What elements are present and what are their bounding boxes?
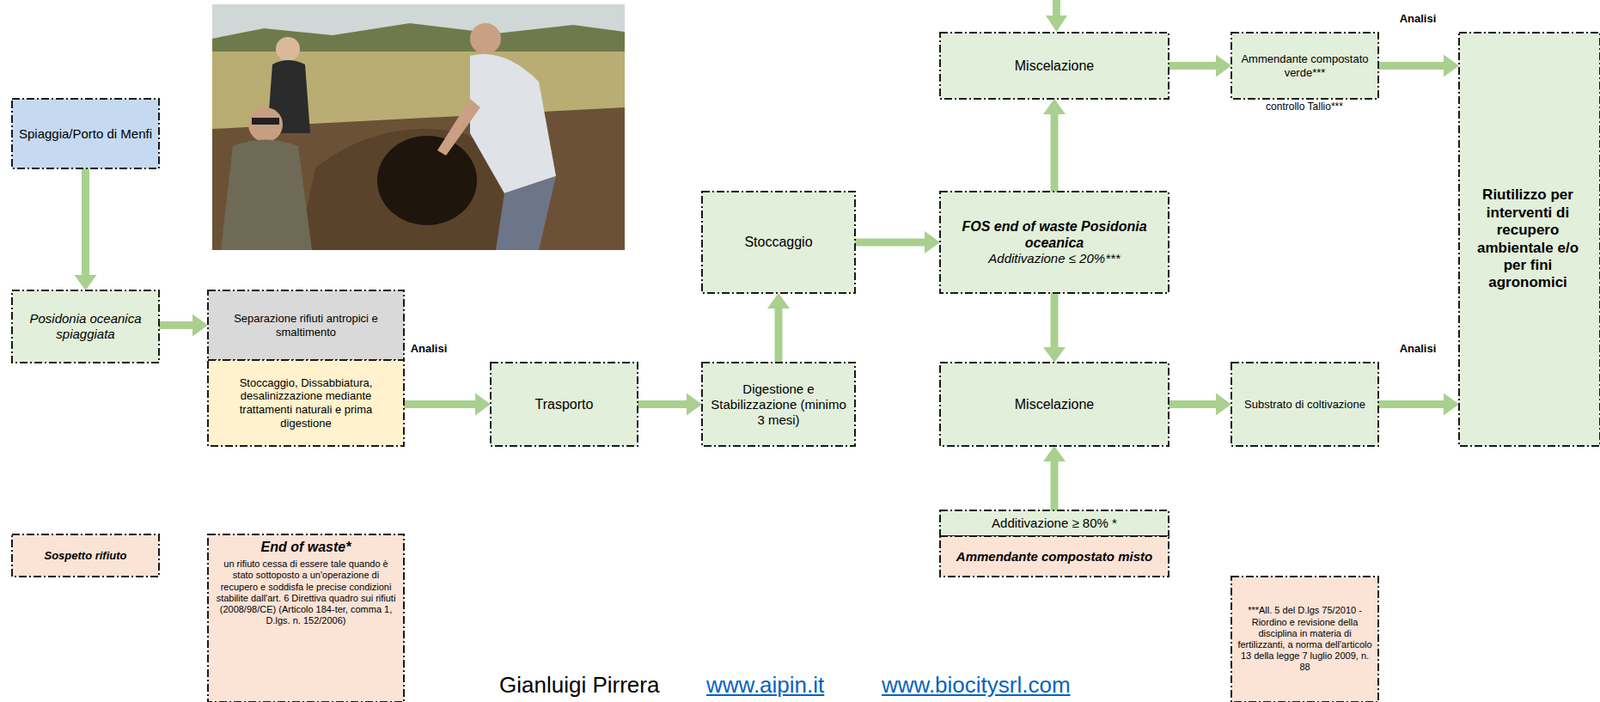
analysis-label: Analisi — [1396, 12, 1440, 25]
box-text: Posidonia oceanica spiaggiata — [18, 311, 153, 342]
product-box: Substrato di coltivazione — [1231, 362, 1379, 446]
border-line — [940, 32, 1169, 99]
footer-link: www.aipin.it — [706, 671, 825, 698]
border-line — [1231, 576, 1379, 702]
footnote-box: ***All. 5 del D.lgs 75/2010 - Riordino e… — [1231, 576, 1379, 702]
box-text: FOS end of waste Posidonia oceanica — [946, 218, 1163, 251]
box-text: Substrato di coltivazione — [1244, 397, 1366, 412]
additive-box: Ammendante compostato misto — [940, 536, 1169, 577]
process-box: Stoccaggio — [702, 191, 855, 294]
product-box: FOS end of waste Posidonia oceanicaAddit… — [940, 191, 1169, 294]
flow-arrow — [1050, 461, 1059, 511]
border-line — [1459, 32, 1600, 446]
box-text: Digestione e Stabilizzazione (minimo 3 m… — [708, 381, 849, 428]
author-label: Gianluigi Pirrera — [499, 671, 660, 698]
box-text: Riutilizzo per interventi di recupero am… — [1465, 186, 1594, 292]
box-text: Ammendante compostato misto — [956, 549, 1153, 565]
border-line — [207, 534, 404, 702]
border-line — [702, 191, 855, 294]
flow-arrow — [854, 238, 925, 247]
flow-arrow — [403, 400, 476, 409]
photo-person — [275, 36, 300, 62]
photo-trees — [212, 23, 625, 56]
material-box: Posidonia oceanica spiaggiata — [12, 290, 159, 363]
border-line — [940, 191, 1169, 294]
process-box: Digestione e Stabilizzazione (minimo 3 m… — [702, 362, 855, 446]
box-text: Miscelazione — [1014, 57, 1094, 74]
arrow-shaft — [1052, 0, 1061, 16]
border-line — [1231, 362, 1379, 446]
box-text: Spiaggia/Porto di Menfi — [18, 126, 153, 142]
photo-person — [220, 140, 312, 251]
flow-arrow — [81, 168, 90, 275]
box-text: Stoccaggio — [744, 233, 813, 251]
process-box: Stoccaggio, Dissabbiatura, desalinizzazi… — [207, 360, 404, 446]
site-photo — [212, 4, 625, 251]
box-text: Separazione rifiuti antropici e smaltime… — [213, 311, 398, 339]
additive-box: Additivazione ≥ 80% * — [940, 510, 1169, 537]
analysis-label: Analisi — [1396, 341, 1440, 355]
border-line — [12, 98, 159, 169]
box-text: Miscelazione — [1014, 396, 1094, 413]
flow-arrow — [775, 308, 783, 363]
border-line — [1231, 32, 1379, 99]
box-subtext: Additivazione ≤ 20%*** — [988, 250, 1120, 267]
box-text: Ammendante compostato verde*** — [1237, 52, 1373, 80]
border-line — [940, 510, 1169, 537]
border-line — [207, 360, 404, 446]
outcome-box: Riutilizzo per interventi di recupero am… — [1459, 32, 1600, 446]
analysis-label: Analisi — [407, 341, 451, 355]
process-box: Miscelazione — [940, 32, 1169, 99]
photo-person — [470, 54, 556, 194]
box-text: Trasporto — [535, 396, 594, 413]
flow-arrow — [1168, 61, 1216, 70]
flow-arrow — [1050, 114, 1059, 192]
border-line — [12, 534, 159, 577]
footer-link: www.biocitysrl.com — [881, 671, 1071, 698]
legend-box: Sospetto rifiuto — [12, 534, 159, 577]
box-text: Stoccaggio, Dissabbiatura, desalinizzazi… — [213, 376, 398, 430]
arrow-head — [1045, 15, 1068, 32]
box-text: Sospetto rifiuto — [43, 549, 127, 563]
flow-arrow — [1378, 400, 1444, 409]
flow-arrow — [1168, 400, 1216, 409]
flow-arrow — [637, 400, 687, 409]
border-line — [940, 536, 1169, 577]
photo-hole — [377, 135, 477, 226]
flow-arrow — [1050, 293, 1059, 348]
border-line — [702, 362, 855, 446]
photo-person — [437, 98, 481, 156]
process-box: Miscelazione — [940, 362, 1169, 446]
border-line — [940, 362, 1169, 446]
definition-box: End of waste* un rifiuto cessa di essere … — [207, 534, 404, 702]
border-line — [207, 290, 404, 361]
note-label: controllo Tallio*** — [1245, 100, 1363, 113]
location-box: Spiaggia/Porto di Menfi — [12, 98, 159, 169]
process-box: Separazione rifiuti antropici e smaltime… — [207, 290, 404, 361]
photo-person — [248, 107, 283, 142]
photo-ground — [212, 4, 625, 251]
flow-arrow — [1378, 61, 1444, 70]
flow-arrow — [158, 321, 193, 330]
border-line — [12, 290, 159, 363]
photo-compost — [212, 107, 625, 251]
box-text: Additivazione ≥ 80% * — [991, 515, 1118, 532]
process-box: Trasporto — [490, 362, 638, 446]
box-text: ***All. 5 del D.lgs 75/2010 - Riordino e… — [1237, 604, 1373, 673]
photo-person — [251, 117, 280, 125]
border-line — [490, 362, 638, 446]
product-box: Ammendante compostato verde*** — [1231, 32, 1379, 99]
box-text: End of waste* — [261, 538, 352, 556]
photo-person — [495, 176, 556, 251]
box-subtext: un rifiuto cessa di essere tale quando è… — [213, 558, 398, 627]
photo-person — [470, 23, 501, 55]
